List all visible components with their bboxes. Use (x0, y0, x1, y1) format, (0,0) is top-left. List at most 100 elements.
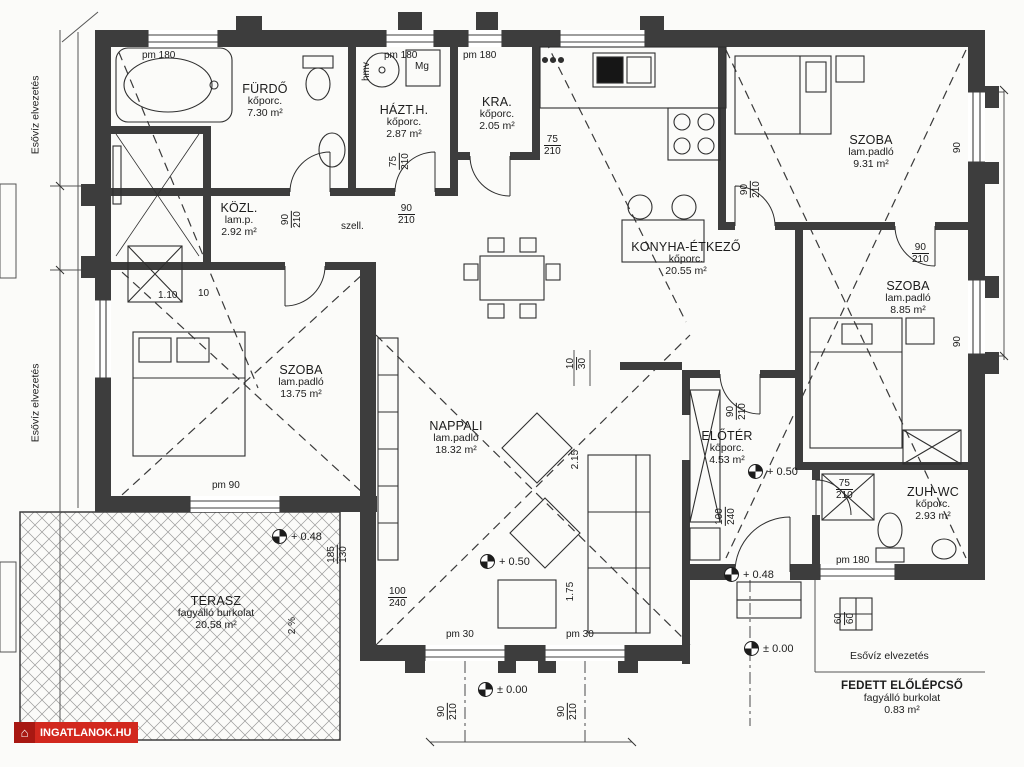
room-name: NAPPALI (429, 419, 483, 433)
room-label-fedett-elolepcso: FEDETT ELŐLÉPCSŐ fagyálló burkolat 0.83 … (817, 680, 987, 716)
room-label-eloter: ELŐTÉR kőporc. 4.53 m² (677, 429, 777, 467)
room-floor: lam.padló (433, 432, 479, 444)
dim-pm180-top-a: pm 180 (142, 50, 176, 61)
dimension-lines (0, 11, 1009, 747)
room-name: KRA. (482, 95, 512, 109)
room-floor: fagyálló burkolat (863, 691, 941, 704)
furniture (112, 46, 962, 634)
room-area: 13.75 m² (280, 387, 322, 400)
door-dim-kozl: 90 210 (279, 211, 303, 228)
elevation-marker-terrace: + 0.48 (272, 529, 322, 544)
room-floor: fagyálló burkolat (177, 607, 255, 619)
watermark-badge: ⌂ INGATLANOK.HU (14, 722, 139, 743)
room-floor: kőporc. (247, 95, 283, 107)
room-name: KONYHA-ÉTKEZŐ (631, 240, 741, 254)
room-floor: kőporc. (386, 116, 422, 128)
rainwater-label-bottom-right: Esővíz elvezetés (850, 650, 929, 662)
dim-terrace-step: 185 130 (325, 545, 349, 564)
elevation-value: + 0.48 (291, 530, 322, 543)
dim-pm180-bottom: pm 180 (836, 555, 870, 566)
room-name: ZUH-WC (907, 485, 959, 499)
door-dim-bottom-b: 90 210 (555, 703, 579, 720)
elevation-marker-nappali: + 0.50 (480, 554, 530, 569)
room-label-nappali: NAPPALI lam.padló 18.32 m² (401, 419, 511, 457)
elevation-marker-entry-ground: ± 0.00 (744, 641, 794, 656)
room-area: 4.53 m² (709, 453, 745, 466)
benchmark-icon (724, 567, 739, 582)
door-dim-width: 75 (544, 134, 561, 146)
door-dim-hazth: 75 210 (387, 153, 411, 170)
room-name: SZOBA (279, 363, 323, 377)
room-area: 2.92 m² (221, 225, 257, 238)
door-dim-zuhwc: 75 210 (836, 478, 853, 501)
benchmark-icon (478, 682, 493, 697)
dim-175: 1.75 (565, 581, 577, 602)
door-dim-szoba885: 90 210 (912, 242, 929, 265)
roof-dashed-lines (110, 37, 967, 646)
door-dim-height: 210 (544, 146, 561, 157)
room-label-furdo: FÜRDŐ kőporc. 7.30 m² (220, 82, 310, 120)
elevation-marker-garden: ± 0.00 (478, 682, 528, 697)
dim-90-right-a: 90 (951, 142, 963, 154)
door-dim-szoba931: 90 210 (738, 181, 762, 198)
mg-label: Mg (415, 61, 429, 72)
room-name: FEDETT ELŐLÉPCSŐ (840, 680, 964, 692)
walls (81, 12, 999, 673)
room-area: 8.85 m² (890, 303, 926, 316)
room-name: SZOBA (886, 279, 930, 293)
room-floor: lam.padló (885, 292, 931, 304)
room-floor: kőporc. (479, 108, 515, 120)
dim-pm90: pm 90 (212, 480, 240, 491)
terrace-hatch (19, 511, 341, 741)
benchmark-icon (480, 554, 495, 569)
room-floor: lam.p. (224, 214, 254, 226)
benchmark-icon (744, 641, 759, 656)
door-dim-eloter: 90 210 (724, 403, 748, 420)
elevation-value: + 0.48 (743, 568, 774, 581)
room-name: KÖZL. (220, 201, 258, 215)
room-area: 18.32 m² (435, 443, 477, 456)
benchmark-icon (748, 464, 763, 479)
room-label-szoba-885: SZOBA lam.padló 8.85 m² (853, 279, 963, 317)
watermark-text: INGATLANOK.HU (40, 726, 132, 739)
dim-pm30-a: pm 30 (446, 629, 474, 640)
room-area: 7.30 m² (247, 106, 283, 119)
room-label-hazth: HÁZT.H. kőporc. 2.87 m² (359, 103, 449, 141)
dim-215: 2.15 (570, 449, 582, 470)
elevation-marker-entry-step: + 0.48 (724, 567, 774, 582)
room-label-szoba-1375: SZOBA lam.padló 13.75 m² (251, 363, 351, 401)
room-label-szoba-931: SZOBA lam.padló 9.31 m² (816, 133, 926, 171)
room-label-kra: KRA. kőporc. 2.05 m² (457, 95, 537, 133)
benchmark-icon (272, 529, 287, 544)
room-name: TERASZ (190, 594, 242, 608)
room-label-konyha-etkezo: KONYHA-ÉTKEZŐ kőporc. 20.55 m² (611, 240, 761, 278)
dim-pm30-b: pm 30 (566, 629, 594, 640)
dim-pm180-top-c: pm 180 (463, 50, 497, 61)
room-name: SZOBA (849, 133, 893, 147)
room-floor: kőporc. (709, 442, 745, 454)
house-icon: ⌂ (14, 722, 35, 743)
room-label-terasz: TERASZ fagyálló burkolat 20.58 m² (141, 594, 291, 632)
door-dim-front-door: 100 240 (713, 507, 737, 526)
room-name: HÁZT.H. (379, 103, 429, 117)
rainwater-label-left-lower: Esővíz elvezetés (29, 363, 42, 443)
rainwater-label-left-upper: Esővíz elvezetés (29, 75, 42, 155)
room-name: ELŐTÉR (701, 429, 753, 443)
room-area: 0.83 m² (884, 703, 920, 716)
door-dim-bottom-a: 90 210 (435, 703, 459, 720)
dim-step: 10 30 (565, 356, 589, 371)
elevation-value: ± 0.00 (763, 642, 794, 655)
room-floor: kőporc. (668, 253, 704, 265)
dim-pm180-top-b: pm 180 (384, 50, 418, 61)
elevation-value: + 0.50 (499, 555, 530, 568)
room-floor: lam.padló (848, 146, 894, 158)
room-area: 2.05 m² (479, 119, 515, 132)
room-label-kozl: KÖZL. lam.p. 2.92 m² (199, 201, 279, 239)
dim-90-right-b: 90 (951, 336, 963, 348)
windows (95, 30, 985, 661)
vent-label: szell. (341, 221, 364, 232)
room-label-zuh-wc: ZUH-WC kőporc. 2.93 m² (883, 485, 983, 523)
elevation-marker-eloter: + 0.50 (748, 464, 798, 479)
